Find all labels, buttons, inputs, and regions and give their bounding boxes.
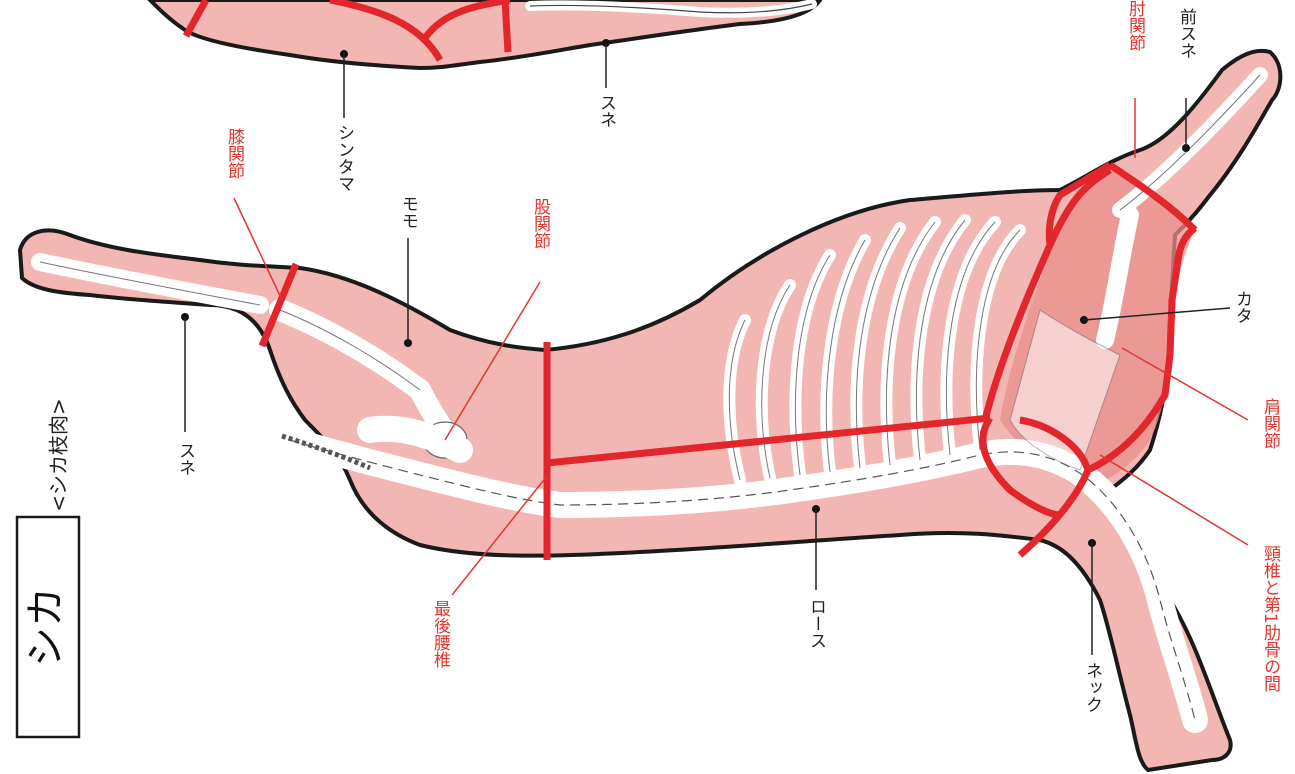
label-loin: ロース bbox=[806, 598, 826, 649]
label-sune-left: スネ bbox=[175, 442, 195, 476]
label-sune-top: スネ bbox=[596, 94, 616, 128]
label-front-sune: 前スネ bbox=[1176, 8, 1197, 59]
label-cervical-rib: 頸椎と第1肋骨の間 bbox=[1260, 545, 1281, 693]
label-hip-joint: 股関節 bbox=[530, 198, 551, 249]
title-animal: シカ bbox=[23, 587, 69, 667]
label-shoulder-joint: 肩関節 bbox=[1260, 398, 1281, 449]
section-label: <シカ枝肉> bbox=[47, 398, 71, 512]
label-elbow-joint: 肘関節 bbox=[1125, 0, 1146, 51]
upper-carcass bbox=[150, 0, 820, 118]
label-last-lumbar: 最後腰椎 bbox=[430, 600, 451, 668]
label-neck: ネック bbox=[1082, 662, 1102, 713]
label-momo: モモ bbox=[398, 195, 418, 229]
label-kata: カタ bbox=[1232, 290, 1252, 324]
label-shintama: シンタマ bbox=[334, 124, 354, 192]
label-knee-joint: 膝関節 bbox=[224, 128, 245, 179]
